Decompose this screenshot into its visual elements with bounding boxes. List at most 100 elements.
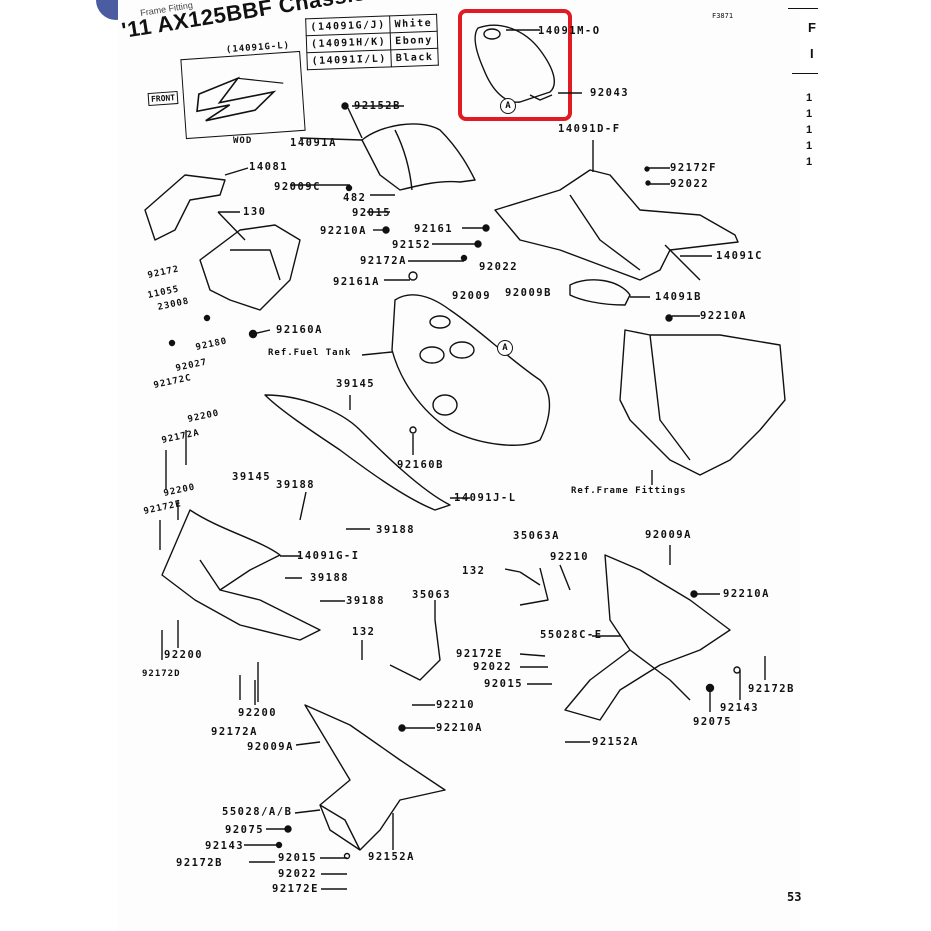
callout-92143: 92143: [205, 840, 245, 852]
list-item: 1: [806, 124, 813, 136]
callout-92022: 92022: [278, 868, 318, 880]
step-bracket-55028C-E: [564, 554, 731, 721]
callout-92172A: 92172A: [211, 726, 258, 738]
step-bracket-55028-A-B: [304, 704, 446, 851]
column-heading: I: [810, 46, 814, 61]
leader-lines: [159, 167, 766, 890]
catalog-page: [118, 0, 931, 931]
page-binding-margin: [0, 0, 118, 931]
fuel-tank-ref: [361, 294, 551, 446]
callout-132: 132: [462, 565, 486, 577]
strip-14091C: [664, 244, 701, 281]
callout-14091A: 14091A: [290, 137, 337, 149]
callout-39188: 39188: [310, 572, 350, 584]
callout-55028-A-B: 55028/A/B: [222, 806, 293, 818]
callout-92172A: 92172A: [360, 255, 407, 267]
list-item: 1: [806, 140, 813, 152]
callout-92152A: 92152A: [592, 736, 639, 748]
callout-14091C: 14091C: [716, 250, 763, 262]
callout-92172B: 92172B: [748, 683, 795, 695]
callout-92022: 92022: [670, 178, 710, 190]
callout-92172E: 92172E: [272, 883, 319, 895]
callout-92009A: 92009A: [247, 741, 294, 753]
callout-92200: 92200: [164, 649, 204, 661]
decal-z-graphic: [196, 76, 284, 122]
decal-inset-box: [180, 50, 306, 140]
callout-92152B: 92152B: [354, 100, 401, 112]
lower-cover-14091G-I: [161, 509, 321, 641]
callout-92015: 92015: [278, 852, 318, 864]
column-rule: [788, 8, 818, 9]
reference-fuel-tank: Ref.Fuel Tank: [268, 348, 352, 358]
side-cover-14091J-L: [264, 394, 470, 511]
callout-14091D-F: 14091D-F: [558, 123, 621, 135]
callout-92143: 92143: [720, 702, 760, 714]
callout-92172F: 92172F: [670, 162, 717, 174]
step-holders-35063: [389, 567, 549, 681]
callout-14091B: 14091B: [655, 291, 702, 303]
callout-39188: 39188: [276, 479, 316, 491]
callout-39188: 39188: [346, 595, 386, 607]
callout-92160B: 92160B: [397, 459, 444, 471]
column-heading: F: [808, 20, 816, 35]
callout-92210A: 92210A: [320, 225, 367, 237]
reference-marker-a: A: [500, 98, 516, 114]
callout-92015: 92015: [352, 207, 392, 219]
callout-92172E: 92172E: [456, 648, 503, 660]
callout-92009C: 92009C: [274, 181, 321, 193]
inset-caption: WOD: [233, 136, 253, 146]
bracket-14081: [144, 167, 249, 241]
tank-cover-part: [474, 24, 582, 103]
callout-55028C-E: 55028C-E: [540, 629, 603, 641]
callout-92210: 92210: [550, 551, 590, 563]
page-number: 53: [787, 890, 802, 904]
meter-trim-14091B: [569, 279, 631, 306]
callout-14081: 14081: [249, 161, 289, 173]
callout-39145: 39145: [232, 471, 272, 483]
parts-list-column: F I 1 1 1 1 1: [788, 0, 931, 931]
list-item: 1: [806, 156, 813, 168]
callout-92161: 92161: [414, 223, 454, 235]
callout-92075: 92075: [225, 824, 265, 836]
callout-92160A: 92160A: [276, 324, 323, 336]
callout-35063: 35063: [412, 589, 452, 601]
callout-482: 482: [343, 192, 367, 204]
callout-39145: 39145: [336, 378, 376, 390]
callout-35063A: 35063A: [513, 530, 560, 542]
frame-fittings-ref: [619, 329, 786, 485]
list-item: 1: [806, 108, 813, 120]
callout-14091J-L: 14091J-L: [454, 492, 517, 504]
callout-92009B: 92009B: [505, 287, 552, 299]
figure-code: F3871: [712, 12, 734, 20]
callout-130: 130: [243, 206, 267, 218]
callout-92015: 92015: [484, 678, 524, 690]
callout-92210: 92210: [436, 699, 476, 711]
highlight-box: [458, 9, 572, 121]
callout-92022: 92022: [473, 661, 513, 673]
callout-92152A: 92152A: [368, 851, 415, 863]
callout-14091G-I: 14091G-I: [297, 550, 360, 562]
callout-92210A: 92210A: [436, 722, 483, 734]
reference-frame-fittings: Ref.Frame Fittings: [571, 486, 687, 496]
callout-14091M-O: 14091M-O: [538, 25, 601, 37]
callout-132: 132: [352, 626, 376, 638]
inner-cover-14091A: [299, 105, 476, 191]
callout-92009: 92009: [452, 290, 492, 302]
callout-92043: 92043: [590, 87, 630, 99]
callout-92075: 92075: [693, 716, 733, 728]
callout-92210A: 92210A: [723, 588, 770, 600]
callout-92009A: 92009A: [645, 529, 692, 541]
callout-92200: 92200: [238, 707, 278, 719]
column-rule: [792, 73, 818, 74]
callout-92152: 92152: [392, 239, 432, 251]
callout-92172D: 92172D: [142, 669, 181, 679]
reference-marker-a: A: [497, 340, 513, 356]
callout-92172B: 92172B: [176, 857, 223, 869]
stay-130: [199, 211, 301, 311]
callout-92022: 92022: [479, 261, 519, 273]
front-cover-14091D-F: [494, 140, 739, 281]
callout-39188: 39188: [376, 524, 416, 536]
callout-92210A: 92210A: [700, 310, 747, 322]
callout-92161A: 92161A: [333, 276, 380, 288]
